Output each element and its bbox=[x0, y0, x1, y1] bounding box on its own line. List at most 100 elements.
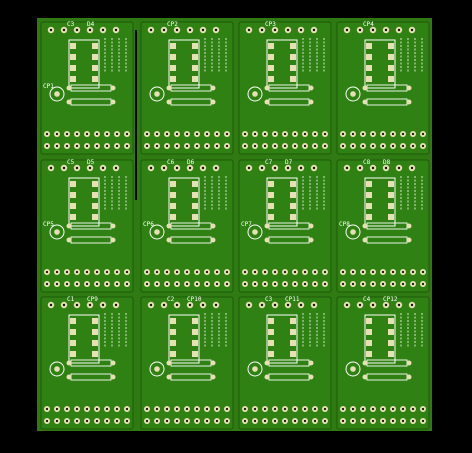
pad bbox=[362, 237, 368, 243]
via-hole bbox=[114, 303, 118, 307]
header-hole bbox=[85, 407, 89, 411]
capacitor-outline bbox=[49, 86, 65, 102]
ic-outline bbox=[266, 177, 298, 227]
header-hole bbox=[243, 407, 247, 411]
ic-pad bbox=[268, 43, 274, 49]
via-hole bbox=[114, 166, 118, 170]
ic-pad bbox=[366, 65, 372, 71]
header-hole bbox=[155, 407, 159, 411]
header-hole bbox=[411, 282, 415, 286]
ic-pad bbox=[92, 65, 98, 71]
pcb-module: CP2 bbox=[140, 21, 234, 155]
header-hole bbox=[105, 419, 109, 423]
header-hole bbox=[215, 144, 219, 148]
header-hole bbox=[225, 144, 229, 148]
via-hole bbox=[101, 28, 105, 32]
silk-label: D8 bbox=[383, 159, 391, 166]
header-hole bbox=[95, 270, 99, 274]
pad bbox=[308, 374, 314, 380]
ic-pad bbox=[92, 76, 98, 82]
header-hole bbox=[145, 419, 149, 423]
via-hole bbox=[247, 303, 251, 307]
ic-pad bbox=[92, 351, 98, 357]
pad bbox=[308, 360, 314, 366]
via-hole bbox=[188, 303, 192, 307]
header-hole bbox=[303, 407, 307, 411]
header-hole bbox=[253, 282, 257, 286]
header-hole bbox=[45, 419, 49, 423]
header-hole bbox=[381, 419, 385, 423]
ic-pad bbox=[268, 192, 274, 198]
ic-pad bbox=[92, 181, 98, 187]
header-hole bbox=[225, 419, 229, 423]
header-hole bbox=[263, 282, 267, 286]
ic-pad bbox=[70, 318, 76, 324]
header-hole bbox=[303, 419, 307, 423]
silk-label: D6 bbox=[187, 159, 195, 166]
header-hole bbox=[273, 270, 277, 274]
header-hole bbox=[165, 270, 169, 274]
header-hole bbox=[411, 132, 415, 136]
ic-pad bbox=[290, 351, 296, 357]
header-hole bbox=[273, 132, 277, 136]
ic-pad bbox=[170, 76, 176, 82]
silk-label: C1 bbox=[67, 296, 75, 303]
silk-label: CP10 bbox=[187, 296, 202, 303]
via-hole bbox=[88, 166, 92, 170]
via-hole bbox=[358, 166, 362, 170]
header-hole bbox=[341, 407, 345, 411]
header-hole bbox=[215, 419, 219, 423]
header-hole bbox=[243, 282, 247, 286]
header-hole bbox=[145, 407, 149, 411]
header-hole bbox=[125, 144, 129, 148]
silk-label: CP7 bbox=[241, 221, 252, 228]
via-hole bbox=[49, 28, 53, 32]
silk-label: D4 bbox=[87, 21, 95, 28]
capacitor-pad bbox=[350, 229, 356, 235]
via-hole bbox=[299, 28, 303, 32]
capacitor-outline bbox=[149, 224, 165, 240]
ic-pad bbox=[70, 54, 76, 60]
via-hole bbox=[62, 166, 66, 170]
header-hole bbox=[401, 419, 405, 423]
via-hole bbox=[299, 303, 303, 307]
via-hole bbox=[286, 303, 290, 307]
header-hole bbox=[391, 132, 395, 136]
pad bbox=[264, 360, 270, 366]
header-hole bbox=[55, 407, 59, 411]
silk-label: C3 bbox=[265, 296, 273, 303]
via-hole bbox=[371, 28, 375, 32]
header-hole bbox=[361, 144, 365, 148]
silk-label: D7 bbox=[285, 159, 293, 166]
capacitor-outline bbox=[247, 361, 263, 377]
capacitor-outline bbox=[247, 86, 263, 102]
header-hole bbox=[263, 419, 267, 423]
header-hole bbox=[175, 419, 179, 423]
ic-pad bbox=[290, 329, 296, 335]
ic-pad bbox=[366, 351, 372, 357]
ic-pad bbox=[170, 43, 176, 49]
header-hole bbox=[195, 282, 199, 286]
pad bbox=[166, 237, 172, 243]
pad bbox=[166, 85, 172, 91]
via-hole bbox=[345, 28, 349, 32]
header-hole bbox=[55, 419, 59, 423]
ic-pad bbox=[92, 192, 98, 198]
via-hole bbox=[75, 28, 79, 32]
header-hole bbox=[225, 270, 229, 274]
pad bbox=[362, 223, 368, 229]
silk-label: CP3 bbox=[265, 21, 276, 28]
via-hole bbox=[410, 28, 414, 32]
header-hole bbox=[95, 407, 99, 411]
silk-label: C2 bbox=[167, 296, 175, 303]
header-hole bbox=[155, 132, 159, 136]
ic-pad bbox=[170, 54, 176, 60]
header-hole bbox=[225, 282, 229, 286]
header-hole bbox=[105, 407, 109, 411]
capacitor-pad bbox=[54, 229, 60, 235]
ic-pad bbox=[170, 65, 176, 71]
header-hole bbox=[205, 144, 209, 148]
ic-pad bbox=[268, 214, 274, 220]
pad bbox=[166, 223, 172, 229]
